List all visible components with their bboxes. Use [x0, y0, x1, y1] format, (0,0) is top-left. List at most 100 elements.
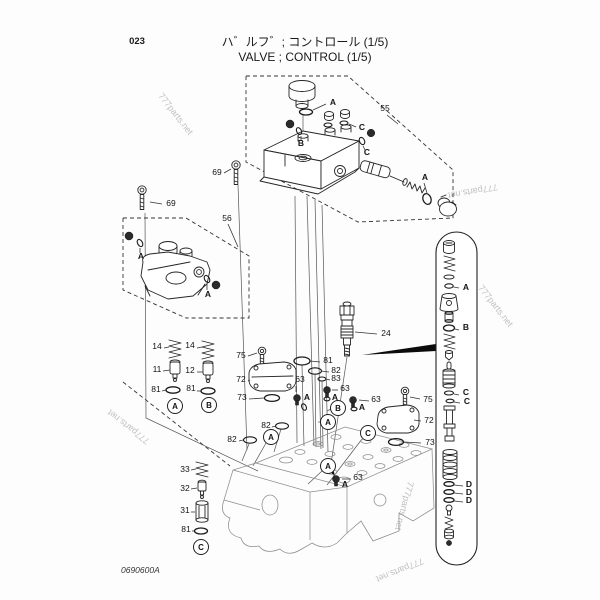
poppet-32: [190, 479, 207, 499]
valve-body-56: [124, 231, 221, 300]
part-number-label: 55: [380, 103, 390, 113]
part-number-label: 72: [236, 374, 246, 384]
part-number-label: 63: [353, 472, 363, 482]
drawing-code: 0690600A: [121, 565, 160, 575]
ref-letter: A: [304, 392, 310, 402]
part-number-label: 14: [185, 340, 195, 350]
spring-14-a: [163, 339, 182, 359]
ref-letter: B: [463, 322, 469, 332]
watermark-text: 777parts.net: [156, 91, 195, 137]
plug-a-upper: [124, 231, 144, 253]
cover-assembly-right: [376, 386, 422, 447]
capsule-poppet: [445, 350, 453, 361]
assembly-55-boundary: [245, 75, 454, 223]
ref-letter: C: [359, 122, 365, 132]
part-number-label: 31: [180, 505, 190, 515]
ref-letter: A: [138, 251, 144, 261]
part-number-label: 63: [340, 383, 350, 393]
body-ports: [279, 434, 422, 484]
o-ring-81-b: [197, 387, 216, 395]
svg-text:C: C: [198, 543, 204, 552]
capsule-spring-1: [443, 255, 456, 272]
capsule-spool-2: [443, 405, 456, 442]
part-number-label: 73: [425, 437, 435, 447]
part-number-label: 14: [152, 341, 162, 351]
circled-ref-letter: A: [320, 458, 336, 474]
plug-63-group-4: [332, 475, 351, 487]
ref-letter: D: [466, 487, 472, 497]
part-number-label: 82: [261, 420, 271, 430]
ref-letter: A: [205, 289, 211, 299]
circled-ref-letter: B: [330, 400, 346, 416]
part-number-label: 82: [331, 365, 341, 375]
part-number-label: 24: [381, 328, 391, 338]
part-number-label: 82: [227, 434, 237, 444]
detail-capsule: [435, 231, 478, 566]
part-number-label: 83: [331, 373, 341, 383]
svg-text:C: C: [365, 429, 371, 438]
o-ring-d1: [443, 481, 455, 487]
o-ring-d2: [443, 489, 455, 495]
ref-letter: C: [463, 387, 469, 397]
ref-letter: A: [332, 392, 338, 402]
bolt-69-b: [137, 185, 163, 210]
pin: [446, 361, 452, 370]
part-number-label: 73: [237, 392, 247, 402]
capsule-bush: [444, 310, 454, 324]
circled-ref-letter: A: [167, 398, 183, 414]
capsule-cap: [439, 293, 459, 312]
part-number-label: 63: [371, 394, 381, 404]
o-ring-b: [442, 324, 456, 332]
o-ring-81-d: [192, 527, 209, 535]
watermark-text: 777parts.net: [374, 556, 425, 584]
title-english: VALVE ; CONTROL (1/5): [238, 50, 371, 64]
main-valve-body: [222, 426, 435, 554]
svg-text:A: A: [325, 418, 331, 427]
o-ring-82-c: [307, 367, 330, 375]
circled-ref-letter: A: [263, 429, 279, 445]
spring-33: [190, 461, 209, 478]
circled-ref-letter: A: [320, 414, 336, 430]
ref-letter: A: [463, 282, 469, 292]
watermark-text: 777parts.net: [393, 480, 416, 531]
ref-letter: D: [466, 495, 472, 505]
part-number-label: 32: [180, 483, 190, 493]
o-ring-82-b: [238, 436, 258, 444]
part-number-label: 81: [151, 384, 161, 394]
o-ring-81-c: [293, 356, 321, 366]
part-number-label: 12: [185, 365, 195, 375]
watermark-text: 777parts.net: [105, 407, 151, 446]
part-number-label: 75: [423, 394, 433, 404]
ref-letter: B: [298, 138, 304, 148]
capsule-check-valve: [445, 504, 453, 516]
part-number-label: 72: [424, 415, 434, 425]
spring-14-b: [196, 340, 215, 360]
ball: [446, 540, 452, 546]
part-number-label: 33: [180, 464, 190, 474]
o-ring-82-a: [271, 422, 290, 430]
ref-letter: A: [342, 479, 348, 489]
capsule-disc-stack: [442, 449, 458, 480]
plug-63-group-1: [293, 386, 308, 411]
o-ring: [422, 193, 432, 205]
part-number-label: 81: [181, 524, 191, 534]
part-number-label: 75: [236, 350, 246, 360]
circled-ref-letter: C: [360, 425, 376, 441]
part-number-label: 56: [222, 213, 232, 223]
part-number-label: 81: [186, 383, 196, 393]
part-number-label: 69: [212, 167, 222, 177]
assembly-56-boundary: [122, 217, 250, 467]
svg-text:A: A: [172, 402, 178, 411]
relief-valve-24: [339, 301, 378, 357]
o-ring-d3: [443, 497, 455, 503]
capsule-spring-3: [444, 516, 454, 530]
plug-63-group-3: [349, 396, 370, 412]
svg-text:B: B: [335, 404, 341, 413]
svg-text:B: B: [206, 401, 212, 410]
part-number-label: 11: [153, 364, 162, 374]
sleeve-31: [191, 500, 209, 523]
